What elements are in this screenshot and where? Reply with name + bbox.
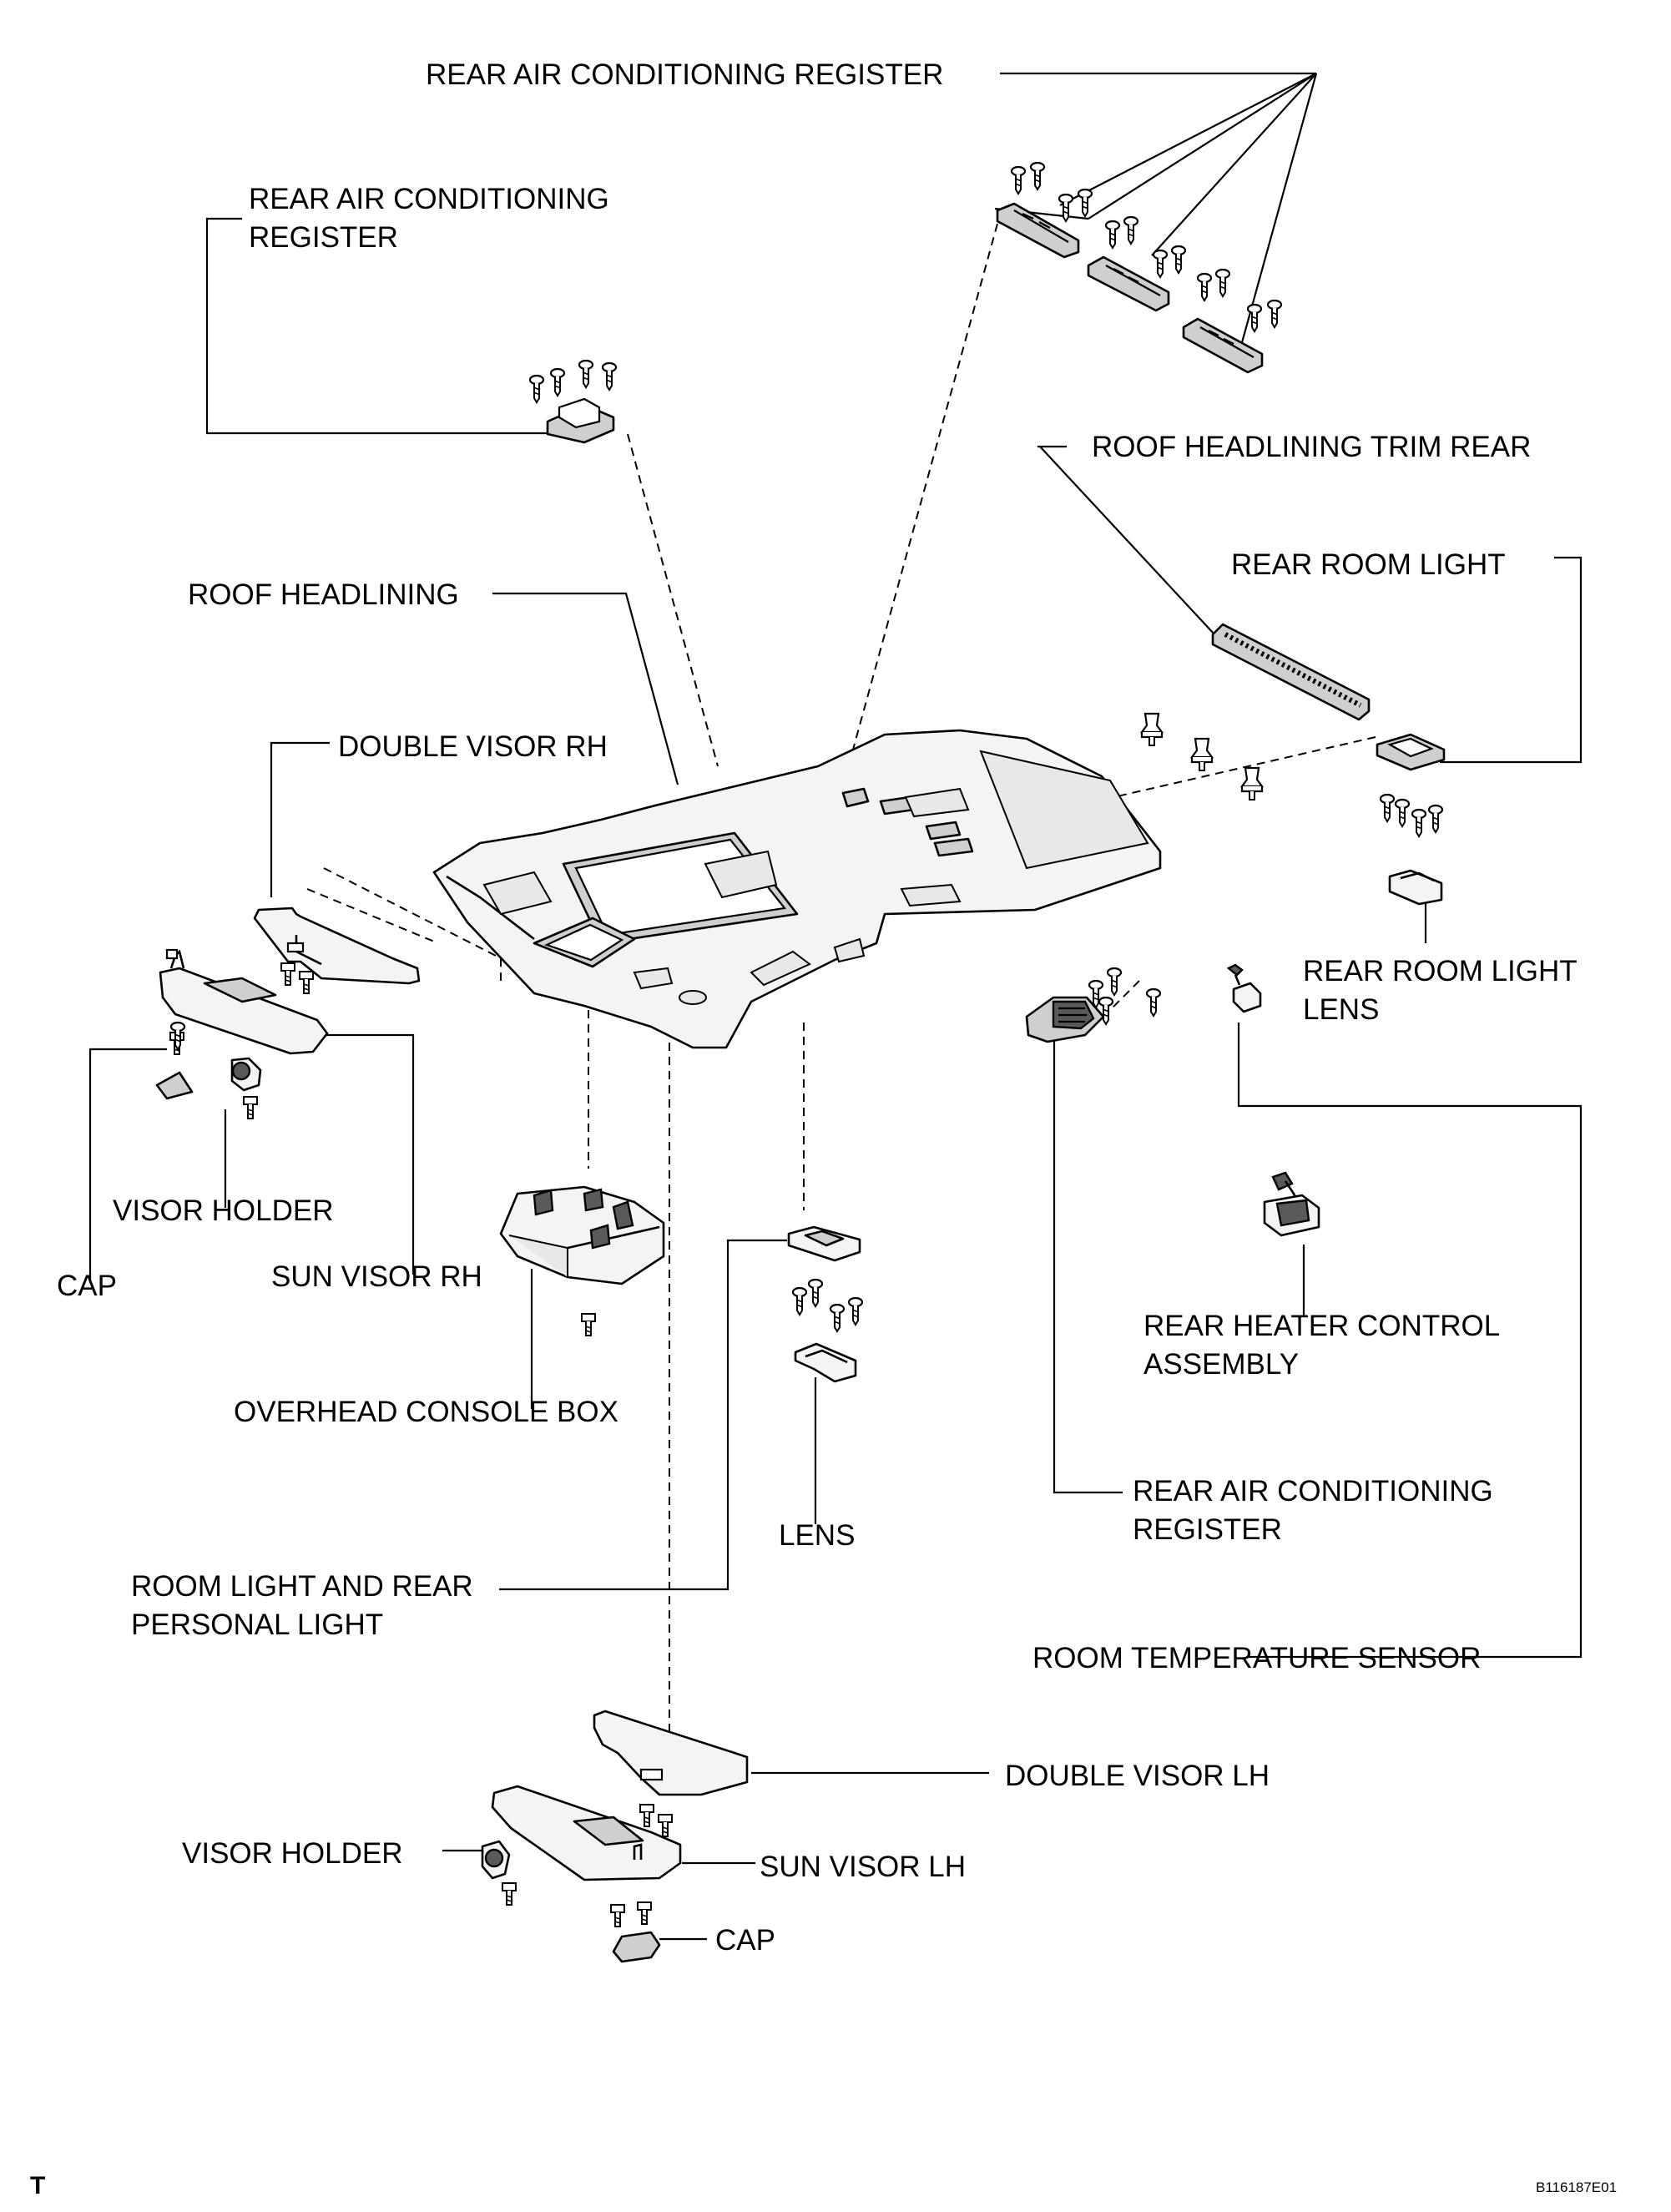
label-rear-ac-register-right-2: REGISTER xyxy=(1133,1513,1282,1546)
roof-headlining-trim-rear xyxy=(1211,623,1371,721)
sun-visor-rh xyxy=(159,948,329,1055)
rear-ac-register-set xyxy=(996,161,1283,374)
room-light-rear-personal-light xyxy=(787,1225,864,1333)
label-rear-room-light-lens-1: REAR ROOM LIGHT xyxy=(1303,955,1578,987)
label-rear-ac-register-top: REAR AIR CONDITIONING REGISTER xyxy=(426,58,943,91)
room-temperature-sensor xyxy=(1226,963,1262,1013)
label-rear-ac-register-left-2: REGISTER xyxy=(249,221,398,254)
rear-ac-register-left xyxy=(528,359,618,444)
roof-headlining xyxy=(432,729,1162,1049)
double-visor-rh xyxy=(253,907,421,985)
overhead-console-box xyxy=(499,1185,665,1336)
rear-ac-register-right xyxy=(1025,967,1162,1043)
label-rear-ac-register-left-1: REAR AIR CONDITIONING xyxy=(249,183,609,215)
label-overhead-console-box: OVERHEAD CONSOLE BOX xyxy=(234,1396,618,1428)
label-double-visor-rh: DOUBLE VISOR RH xyxy=(338,730,608,763)
figure-code: B116187E01 xyxy=(1536,2179,1617,2195)
label-visor-holder-lh: VISOR HOLDER xyxy=(182,1837,403,1870)
rear-room-light xyxy=(1376,733,1446,838)
leader-lines xyxy=(88,72,1583,1941)
label-roof-headlining-trim-rear: ROOF HEADLINING TRIM REAR xyxy=(1092,431,1531,463)
label-rear-room-light-lens-2: LENS xyxy=(1303,993,1379,1026)
label-sun-visor-rh: SUN VISOR RH xyxy=(271,1260,482,1293)
label-visor-holder-rh: VISOR HOLDER xyxy=(113,1194,334,1227)
label-rear-heater-control-2: ASSEMBLY xyxy=(1143,1348,1299,1381)
lens xyxy=(794,1342,857,1383)
rear-heater-control-assembly xyxy=(1263,1171,1320,1237)
visor-holder-rh xyxy=(230,1057,262,1119)
label-lens: LENS xyxy=(779,1519,855,1552)
rear-room-light-lens xyxy=(1388,869,1443,906)
label-rear-room-light: REAR ROOM LIGHT xyxy=(1231,548,1506,581)
corner-mark: T xyxy=(30,2172,45,2199)
cap-rh xyxy=(155,1021,194,1100)
double-visor-lh xyxy=(593,1710,749,1837)
headlining-clips xyxy=(1140,712,1264,801)
sun-visor-lh xyxy=(491,1785,682,1881)
label-room-temperature-sensor: ROOM TEMPERATURE SENSOR xyxy=(1032,1642,1481,1674)
label-roof-headlining: ROOF HEADLINING xyxy=(188,578,459,611)
label-double-visor-lh: DOUBLE VISOR LH xyxy=(1005,1760,1270,1792)
label-room-light-rear-personal-1: ROOM LIGHT AND REAR xyxy=(131,1570,473,1603)
label-sun-visor-lh: SUN VISOR LH xyxy=(760,1851,966,1883)
label-cap-rh: CAP xyxy=(57,1270,117,1302)
label-room-light-rear-personal-2: PERSONAL LIGHT xyxy=(131,1608,383,1641)
label-cap-lh: CAP xyxy=(715,1924,775,1957)
visor-holder-lh xyxy=(481,1840,517,1906)
label-rear-heater-control-1: REAR HEATER CONTROL xyxy=(1143,1310,1500,1342)
label-rear-ac-register-right-1: REAR AIR CONDITIONING xyxy=(1133,1475,1493,1507)
cap-lh xyxy=(610,1901,661,1963)
